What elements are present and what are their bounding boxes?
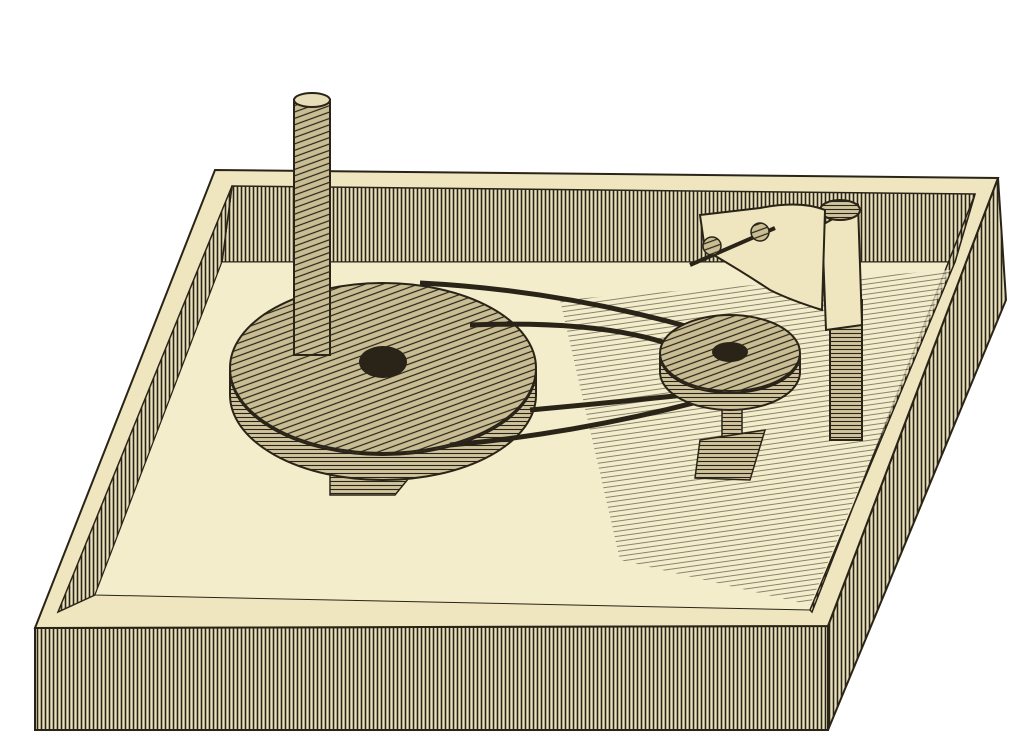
tray-front-face <box>34 624 829 731</box>
small-pulley-hub <box>712 342 748 362</box>
large-wheel-hub <box>359 346 407 378</box>
curved-bracket <box>698 203 827 312</box>
tray-back-wall <box>221 185 976 263</box>
pulley-base-block <box>694 429 767 481</box>
vertical-post <box>293 99 331 356</box>
drive-belt <box>419 280 791 448</box>
large-wheel-rim <box>229 369 537 481</box>
axle-knob-left <box>702 236 722 256</box>
post-top <box>293 92 331 108</box>
axle-knob-right <box>750 222 770 242</box>
right-post-upright <box>820 203 864 332</box>
tray-right-wall <box>809 193 976 614</box>
small-pulley-rim <box>659 354 801 411</box>
